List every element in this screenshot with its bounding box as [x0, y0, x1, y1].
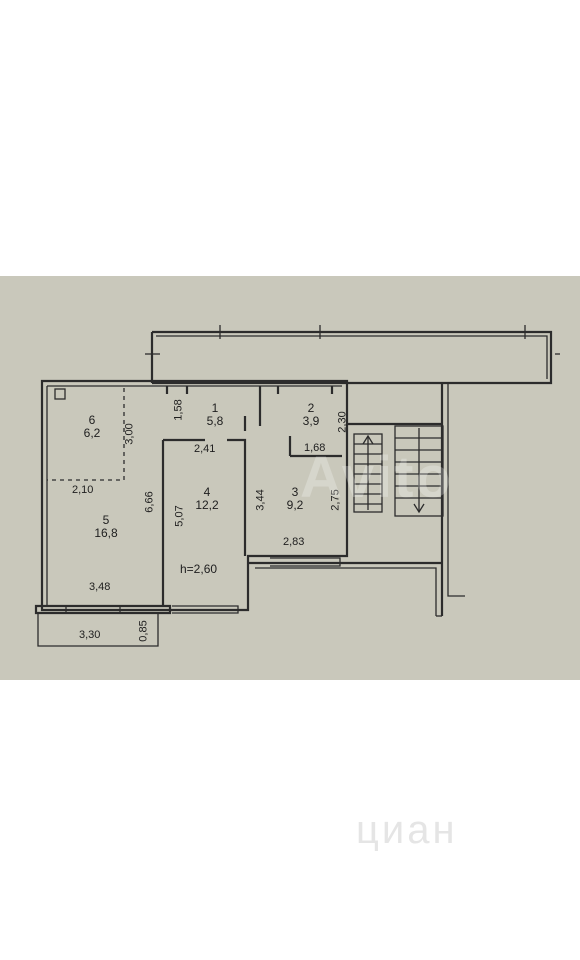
dimension-5-07: 5,07	[173, 505, 186, 527]
room-3: 3 9,2	[281, 486, 309, 512]
room-1-area: 5,8	[206, 414, 224, 428]
room-5-number: 5	[102, 513, 110, 527]
room-5: 5 16,8	[86, 514, 126, 540]
dimension-1-68: 1,68	[304, 442, 326, 454]
dimension-1-58: 1,58	[172, 399, 185, 421]
dimension-2-41: 2,41	[194, 443, 216, 455]
room-1: 1 5,8	[201, 402, 229, 428]
room-2-number: 2	[307, 401, 315, 415]
room-6-area: 6,2	[83, 426, 101, 440]
dimension-6-66: 6,66	[143, 491, 156, 513]
room-4-area: 12,2	[195, 498, 219, 512]
avito-watermark: Avito	[300, 445, 453, 510]
dimension-3-44: 3,44	[254, 489, 267, 511]
room-5-area: 16,8	[94, 526, 118, 540]
room-1-number: 1	[211, 401, 219, 415]
dimension-2-83: 2,83	[283, 536, 305, 548]
floor-plan-photo: 1 5,8 2 3,9 3 9,2 4 12,2 5 16,8 6 6,2 1,…	[0, 276, 580, 680]
room-4: 4 12,2	[189, 486, 225, 512]
floor-plan-drawing	[34, 325, 560, 647]
dimension-3-00: 3,00	[123, 423, 136, 445]
room-6: 6 6,2	[78, 414, 106, 440]
dimension-0-85: 0,85	[137, 620, 150, 642]
dimension-2-30: 2,30	[336, 411, 349, 433]
room-2: 2 3,9	[297, 402, 325, 428]
dimension-3-48: 3,48	[89, 581, 111, 593]
room-2-area: 3,9	[302, 414, 320, 428]
dimension-3-30: 3,30	[79, 629, 101, 641]
ceiling-height-label: h=2,60	[180, 562, 218, 576]
room-3-area: 9,2	[286, 498, 304, 512]
room-4-number: 4	[203, 485, 211, 499]
room-6-number: 6	[88, 413, 96, 427]
dimension-2-10: 2,10	[72, 484, 94, 496]
room-3-number: 3	[291, 485, 299, 499]
cian-watermark: циан	[356, 808, 458, 852]
